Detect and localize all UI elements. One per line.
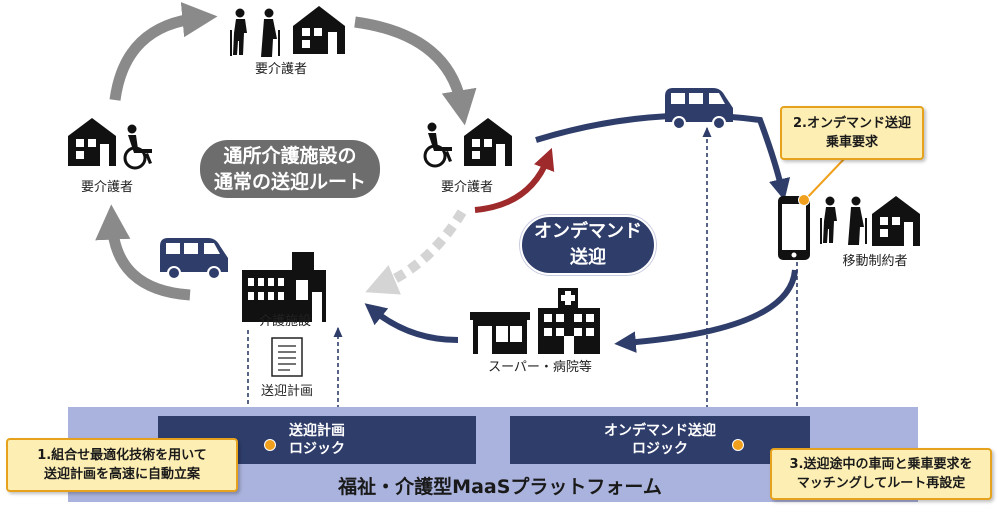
callout-3: 3.送迎途中の車両と乗車要求を マッチングしてルート再設定	[770, 448, 992, 500]
regular-route-line1: 通所介護施設の	[223, 145, 357, 167]
supermarket-hospital-label: スーパー・病院等	[488, 360, 592, 375]
navy-arrow-right-down	[614, 269, 798, 353]
platform-title: 福祉・介護型MaaSプラットフォーム	[338, 476, 662, 498]
navy-arrow-top	[535, 112, 791, 201]
right-person-label: 要介護者	[440, 180, 493, 195]
navy-arrow-left	[364, 303, 459, 343]
van-icon	[160, 238, 228, 280]
callout-1-line1: 1.組合せ最適化技術を用いて	[37, 448, 207, 463]
top-person-label: 要介護者	[254, 62, 307, 77]
gray-arrow-top-right	[354, 16, 477, 126]
hospital-icon	[538, 288, 600, 354]
facility-label: 介護施設	[258, 314, 311, 329]
house-icon	[68, 118, 116, 166]
gray-arrow-top-left	[109, 2, 218, 101]
callout2-leader	[804, 157, 846, 201]
callout-3-line1: 3.送迎途中の車両と乗車要求を	[789, 457, 973, 472]
callout-2: 2.オンデマンド送迎 乗車要求	[780, 106, 924, 160]
left-person-label: 要介護者	[80, 180, 133, 195]
smartphone-icon	[778, 196, 810, 260]
callout-3-line2: マッチングしてルート再設定	[796, 476, 966, 491]
plan-doc-label: 送迎計画	[260, 384, 313, 399]
regular-route-pill: 通所介護施設の 通常の送迎ルート	[200, 140, 380, 198]
plan-logic-line1: 送迎計画	[289, 423, 345, 439]
wheelchair-person-icon	[423, 122, 452, 168]
house-icon	[872, 196, 920, 246]
gray-arrow-bottom-left	[95, 204, 191, 301]
callout-2-line2: 乗車要求	[825, 135, 878, 150]
callout-1-dot	[264, 439, 276, 451]
mobility-person-label: 移動制約者	[842, 254, 908, 269]
regular-route-line2: 通常の送迎ルート	[213, 171, 366, 193]
on-demand-line1: オンデマンド	[534, 221, 642, 242]
supermarket-icon	[470, 312, 530, 354]
house-icon	[293, 6, 345, 54]
on-demand-pill: オンデマンド 送迎	[520, 215, 656, 275]
callout-2-line1: 2.オンデマンド送迎	[793, 116, 911, 131]
on-demand-logic-line2: ロジック	[632, 441, 688, 457]
elderly-walkers-icon	[230, 8, 280, 57]
wheelchair-person-icon	[123, 124, 152, 170]
callout-3-dot	[732, 439, 744, 451]
callout-1-line2: 送迎計画を高速に自動立案	[43, 467, 200, 482]
on-demand-line2: 送迎	[570, 247, 606, 268]
red-arrow	[474, 147, 555, 213]
house-icon	[464, 118, 512, 166]
plan-logic-line2: ロジック	[289, 441, 345, 457]
elderly-walkers-icon	[820, 196, 867, 245]
van-icon	[665, 88, 733, 130]
callout-1: 1.組合せ最適化技術を用いて 送迎計画を高速に自動立案	[6, 438, 238, 492]
document-icon	[271, 337, 303, 377]
light-gray-dashed-arrow	[365, 209, 467, 295]
callout-2-dot	[798, 194, 810, 206]
on-demand-logic-line1: オンデマンド送迎	[604, 423, 716, 439]
facility-building-icon	[242, 252, 326, 322]
on-demand-logic-box: オンデマンド送迎 ロジック	[510, 416, 810, 464]
